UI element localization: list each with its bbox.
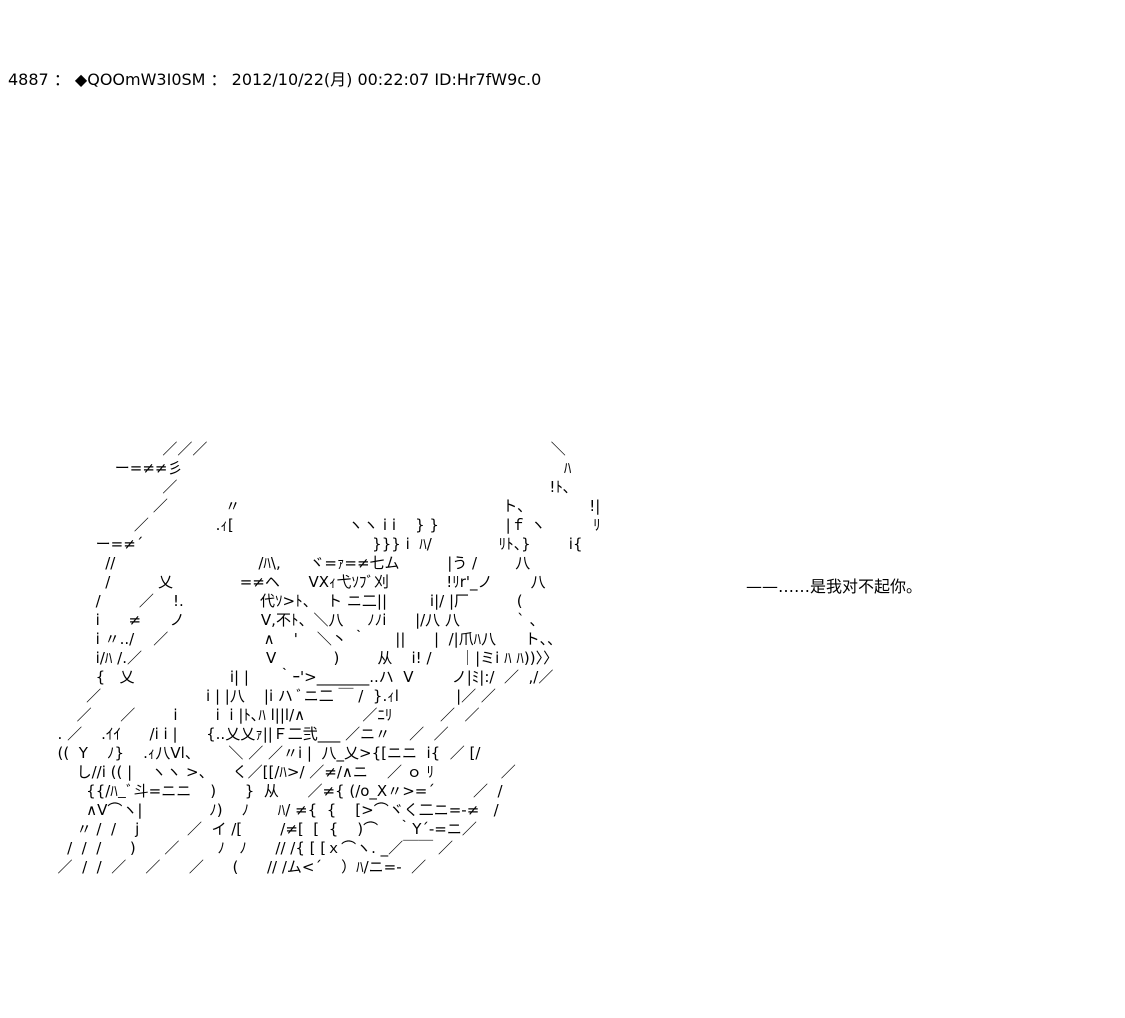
post-number: 4887 [8,70,49,89]
poster-id: ID:Hr7fW9c.0 [434,70,542,89]
ascii-art: ／／／ ＼ ー=≠≠彡 ﾊ [57,440,601,876]
post-header: 4887 ： ◆QOOmW3I0SM ： 2012/10/22(月) 00:22… [8,69,541,91]
post-date: 2012/10/22(月) 00:22:07 [231,70,430,89]
separator-1: ： [53,70,70,89]
separator-2: ： [210,70,227,89]
dialogue-text: ——……是我对不起你。 [746,577,923,596]
poster-name: ◆QOOmW3I0SM [74,70,206,89]
